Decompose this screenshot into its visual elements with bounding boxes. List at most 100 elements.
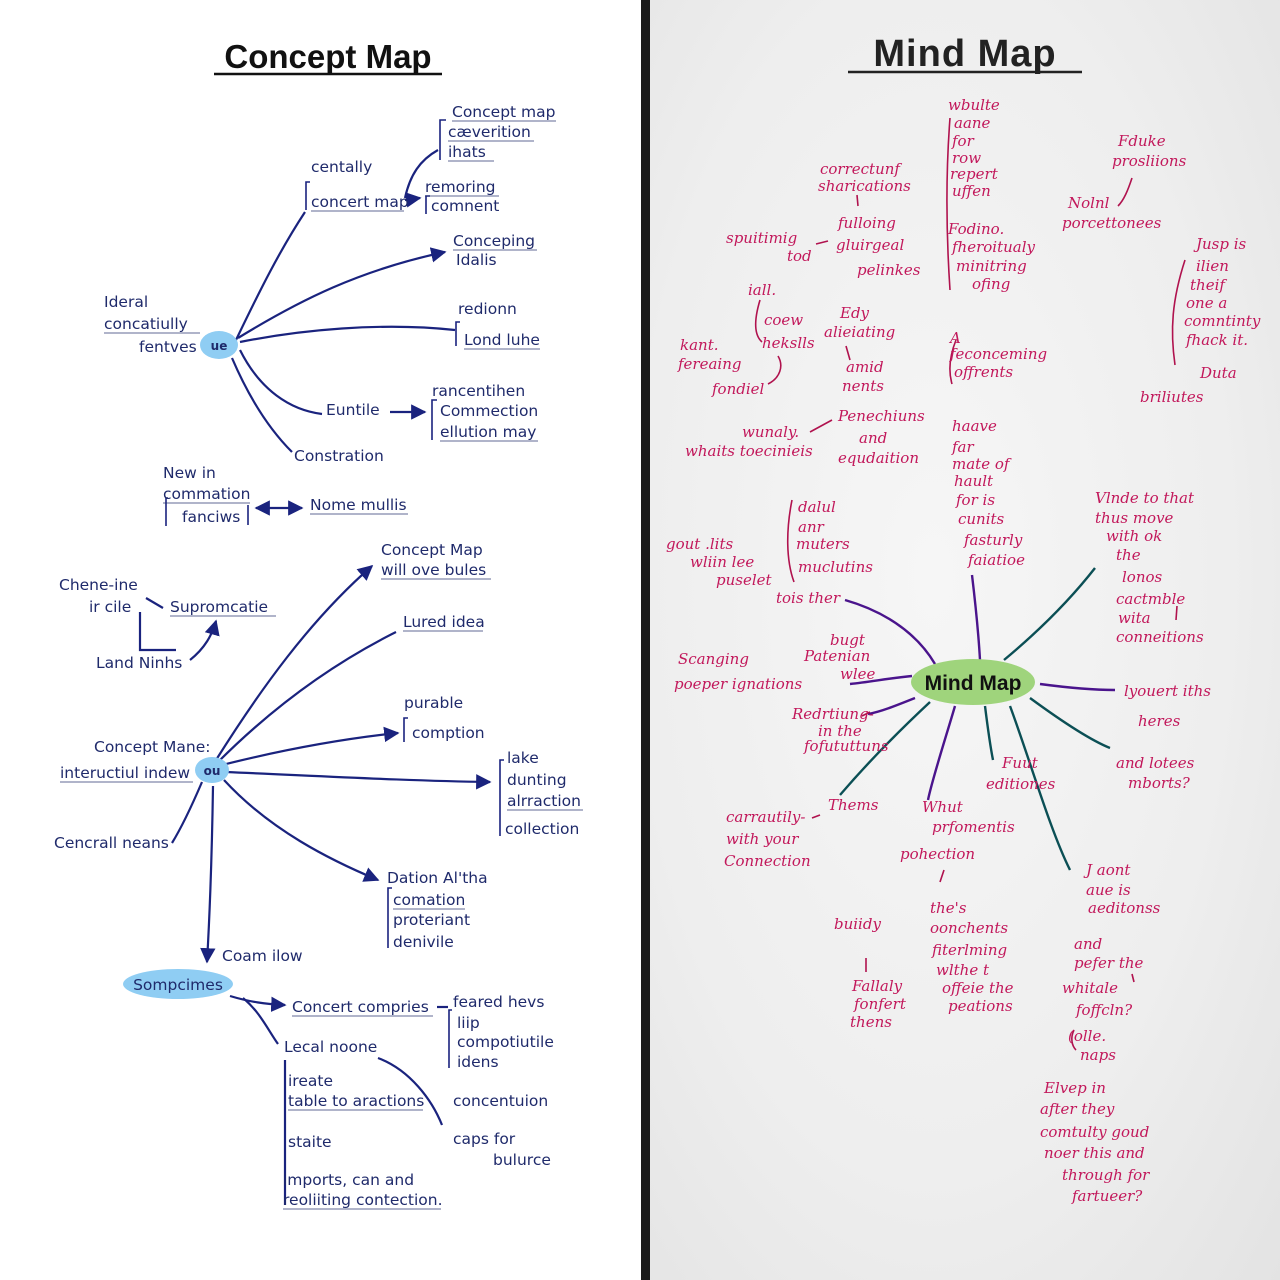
cm-label: cæverition: [448, 123, 531, 141]
mm-label: the: [1116, 546, 1141, 564]
concept-map-lines: [138, 149, 492, 1205]
mm-label: tod: [787, 247, 812, 265]
mind-map-center-label: Mind Map: [925, 672, 1022, 695]
mm-label: Vlnde to that: [1095, 489, 1195, 507]
cm-label: redionn: [458, 300, 517, 318]
mm-label: amid: [846, 358, 884, 376]
mm-label: kant.: [680, 336, 719, 354]
concept-map-underlines: [60, 120, 583, 1210]
mm-label: peations: [948, 997, 1013, 1015]
cm-label: Constration: [294, 447, 384, 465]
mm-label: dalul: [798, 498, 836, 516]
mm-label: wunaly.: [742, 423, 799, 441]
cm-label: Lured idea: [403, 613, 485, 631]
cm-label: will ove bules: [381, 561, 486, 579]
cm-label: Chene-ine: [59, 576, 138, 594]
mm-label: fheroitualy: [951, 238, 1036, 256]
concept-hub-2: [195, 757, 229, 783]
cm-label: denivile: [393, 933, 454, 951]
mm-label: hault: [954, 472, 994, 490]
mm-label: with your: [726, 830, 799, 848]
cm-label: Dation Al'tha: [387, 869, 488, 887]
mm-label: bugt: [830, 631, 866, 649]
mm-label: naps: [1080, 1046, 1116, 1064]
mm-label: heres: [1138, 712, 1181, 730]
mm-label: (olle.: [1068, 1027, 1106, 1045]
cm-label: ellution may: [440, 423, 536, 441]
mm-label: Elvep in: [1043, 1079, 1106, 1097]
mm-label: after they: [1040, 1100, 1115, 1118]
mm-label: fulloing: [837, 214, 896, 232]
mm-label: fondiel: [711, 380, 765, 398]
cm-label: alrraction: [507, 792, 581, 810]
cm-label: idens: [457, 1053, 499, 1071]
mm-label: fasturly: [963, 531, 1023, 549]
mm-label: pelinkes: [857, 261, 921, 279]
mm-label: offrents: [954, 363, 1013, 381]
mm-label: foffcln?: [1075, 1001, 1133, 1019]
mm-label: and: [1074, 935, 1102, 953]
cm-label: bulurce: [493, 1151, 551, 1169]
cm-label: table to aractions: [288, 1092, 424, 1110]
mm-label: Fodino.: [947, 220, 1004, 238]
cm-label: Concept Map: [381, 541, 483, 559]
mm-label: wita: [1118, 609, 1151, 627]
cm-label: Idalis: [456, 251, 497, 269]
mm-label: J aont: [1083, 861, 1131, 879]
mm-label: comntinty: [1184, 312, 1261, 330]
cm-label: centally: [311, 158, 372, 176]
cm-label: reoliiting contection.: [283, 1191, 443, 1209]
cm-label: comation: [393, 891, 465, 909]
mm-label: mborts?: [1128, 774, 1191, 792]
mm-label: mate of: [952, 455, 1012, 473]
cm-label: rancentihen: [432, 382, 525, 400]
concept-map-title: Concept Map: [224, 38, 431, 75]
mm-label: Nolnl: [1067, 194, 1110, 212]
mind-map-branches: [839, 567, 1116, 871]
cm-label: comption: [412, 724, 485, 742]
mind-map-labels: wbulte aane for row repert uffen Fduke p…: [666, 96, 1261, 1205]
mm-label: briliutes: [1140, 388, 1204, 406]
mm-label: haave: [952, 417, 997, 435]
mm-label: whitale: [1062, 979, 1118, 997]
mm-label: puselet: [716, 571, 773, 589]
cm-label: collection: [505, 820, 579, 838]
mm-label: tois ther: [776, 589, 841, 607]
mm-label: porcettonees: [1062, 214, 1162, 232]
mm-label: fofututtuns: [803, 737, 889, 755]
mm-label: fartueer?: [1071, 1187, 1143, 1205]
mm-label: editiones: [986, 775, 1056, 793]
mm-label: aeditonss: [1088, 899, 1161, 917]
mm-label: pefer the: [1074, 954, 1144, 972]
mm-label: buiidy: [834, 915, 881, 933]
cm-label: Conceping: [453, 232, 535, 250]
mm-label: fonfert: [853, 995, 907, 1013]
cm-label: concentuion: [453, 1092, 548, 1110]
mm-label: coew: [764, 311, 803, 329]
mm-label: equdaition: [838, 449, 919, 467]
mm-label: uffen: [952, 182, 991, 200]
cm-label: Concept Mane:: [94, 738, 211, 756]
mm-label: anr: [798, 518, 825, 536]
mm-label: whaits toecinieis: [685, 442, 813, 460]
mind-map-scribbles: [754, 117, 1186, 1051]
mm-label: prfomentis: [932, 818, 1015, 836]
mm-label: Patenian: [803, 647, 870, 665]
cm-label: lake: [507, 749, 539, 767]
mm-label: thens: [850, 1013, 892, 1031]
mm-label: for is: [955, 491, 995, 509]
mm-label: Redrtiung-: [791, 705, 874, 723]
mm-label: nents: [842, 377, 884, 395]
cm-label: Lond luhe: [464, 331, 540, 349]
mm-label: sharications: [818, 177, 911, 195]
cm-label: caps for: [453, 1130, 516, 1148]
mm-label: wliin lee: [690, 553, 754, 571]
mm-label: comtulty goud: [1040, 1123, 1149, 1141]
mm-label: ilien: [1196, 257, 1229, 275]
mm-label: wbulte: [948, 96, 1000, 114]
concept-node-somporimes: [123, 969, 233, 999]
cm-label: liip: [457, 1014, 480, 1032]
mm-label: cactmble: [1116, 590, 1185, 608]
cm-label: ir cile: [89, 598, 131, 616]
